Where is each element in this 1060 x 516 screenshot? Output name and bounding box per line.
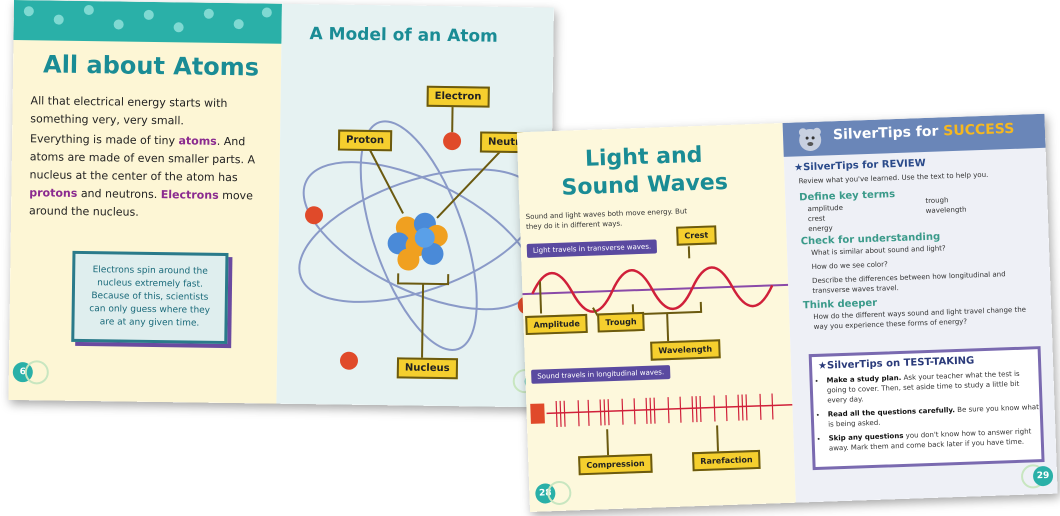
waves-book-spread: Light and Sound Waves Sound and light wa… [516,113,1058,512]
terms-col2: trough wavelength [925,196,967,216]
list-item: Skip any questions you don't know how to… [828,426,1041,453]
atoms-book-spread: All about Atoms All that electrical ener… [8,0,554,408]
banner-title: SilverTips for SUCCESS [832,120,1015,144]
longitudinal-wave-icon [546,404,793,415]
label-proton: Proton [337,129,393,152]
label-compression: Compression [578,453,653,476]
review-heading: ★SilverTips for REVIEW [793,157,926,174]
label-crest: Crest [676,225,717,246]
star-icon: ★ [793,162,804,174]
label-nucleus: Nucleus [396,357,458,380]
label-amplitude: Amplitude [525,313,589,336]
term-protons: protons [29,186,78,200]
terms-col1: amplitude crest energy [807,203,844,234]
intro-paragraph: All that electrical energy starts with s… [30,94,228,128]
list-item: Read all the questions carefully. Be sur… [828,402,1041,429]
tips-list: Make a study plan. Ask your teacher what… [812,368,1041,454]
list-item: Make a study plan. Ask your teacher what… [826,368,1039,405]
label-electron: Electron [426,85,490,108]
label-wavelength: Wavelength [650,339,721,361]
page-light-and-sound: Light and Sound Waves Sound and light wa… [516,122,796,512]
nucleus-icon [387,212,448,271]
page-model-of-atom: A Model of an Atom [276,3,554,408]
page-number: 29 [1032,465,1054,487]
term-atoms: atoms [178,134,217,148]
label-trough: Trough [597,311,645,333]
term-electrons: Electrons [160,188,219,202]
atom-diagram [298,106,540,370]
check-items: What is similar about sound and light? H… [810,244,1006,296]
bear-logo-icon [798,127,822,151]
silvertips-banner: SilverTips for SUCCESS [782,113,1046,157]
speaker-icon [530,403,545,424]
atoms-paragraph: Everything is made of tiny atoms. And at… [28,132,256,219]
top-band [13,0,282,44]
label-rarefaction: Rarefaction [692,449,761,472]
page-silvertips-success: SilverTips for SUCCESS ★SilverTips for R… [782,113,1058,503]
test-taking-box: ★SilverTips on TEST-TAKING Make a study … [808,346,1045,471]
page-title: All about Atoms [42,50,260,82]
star-icon: ★ [817,360,828,372]
wave-diagrams [522,246,793,456]
page-all-about-atoms: All about Atoms All that electrical ener… [8,0,282,404]
electron-callout: Electrons spin around the nucleus extrem… [71,250,229,345]
